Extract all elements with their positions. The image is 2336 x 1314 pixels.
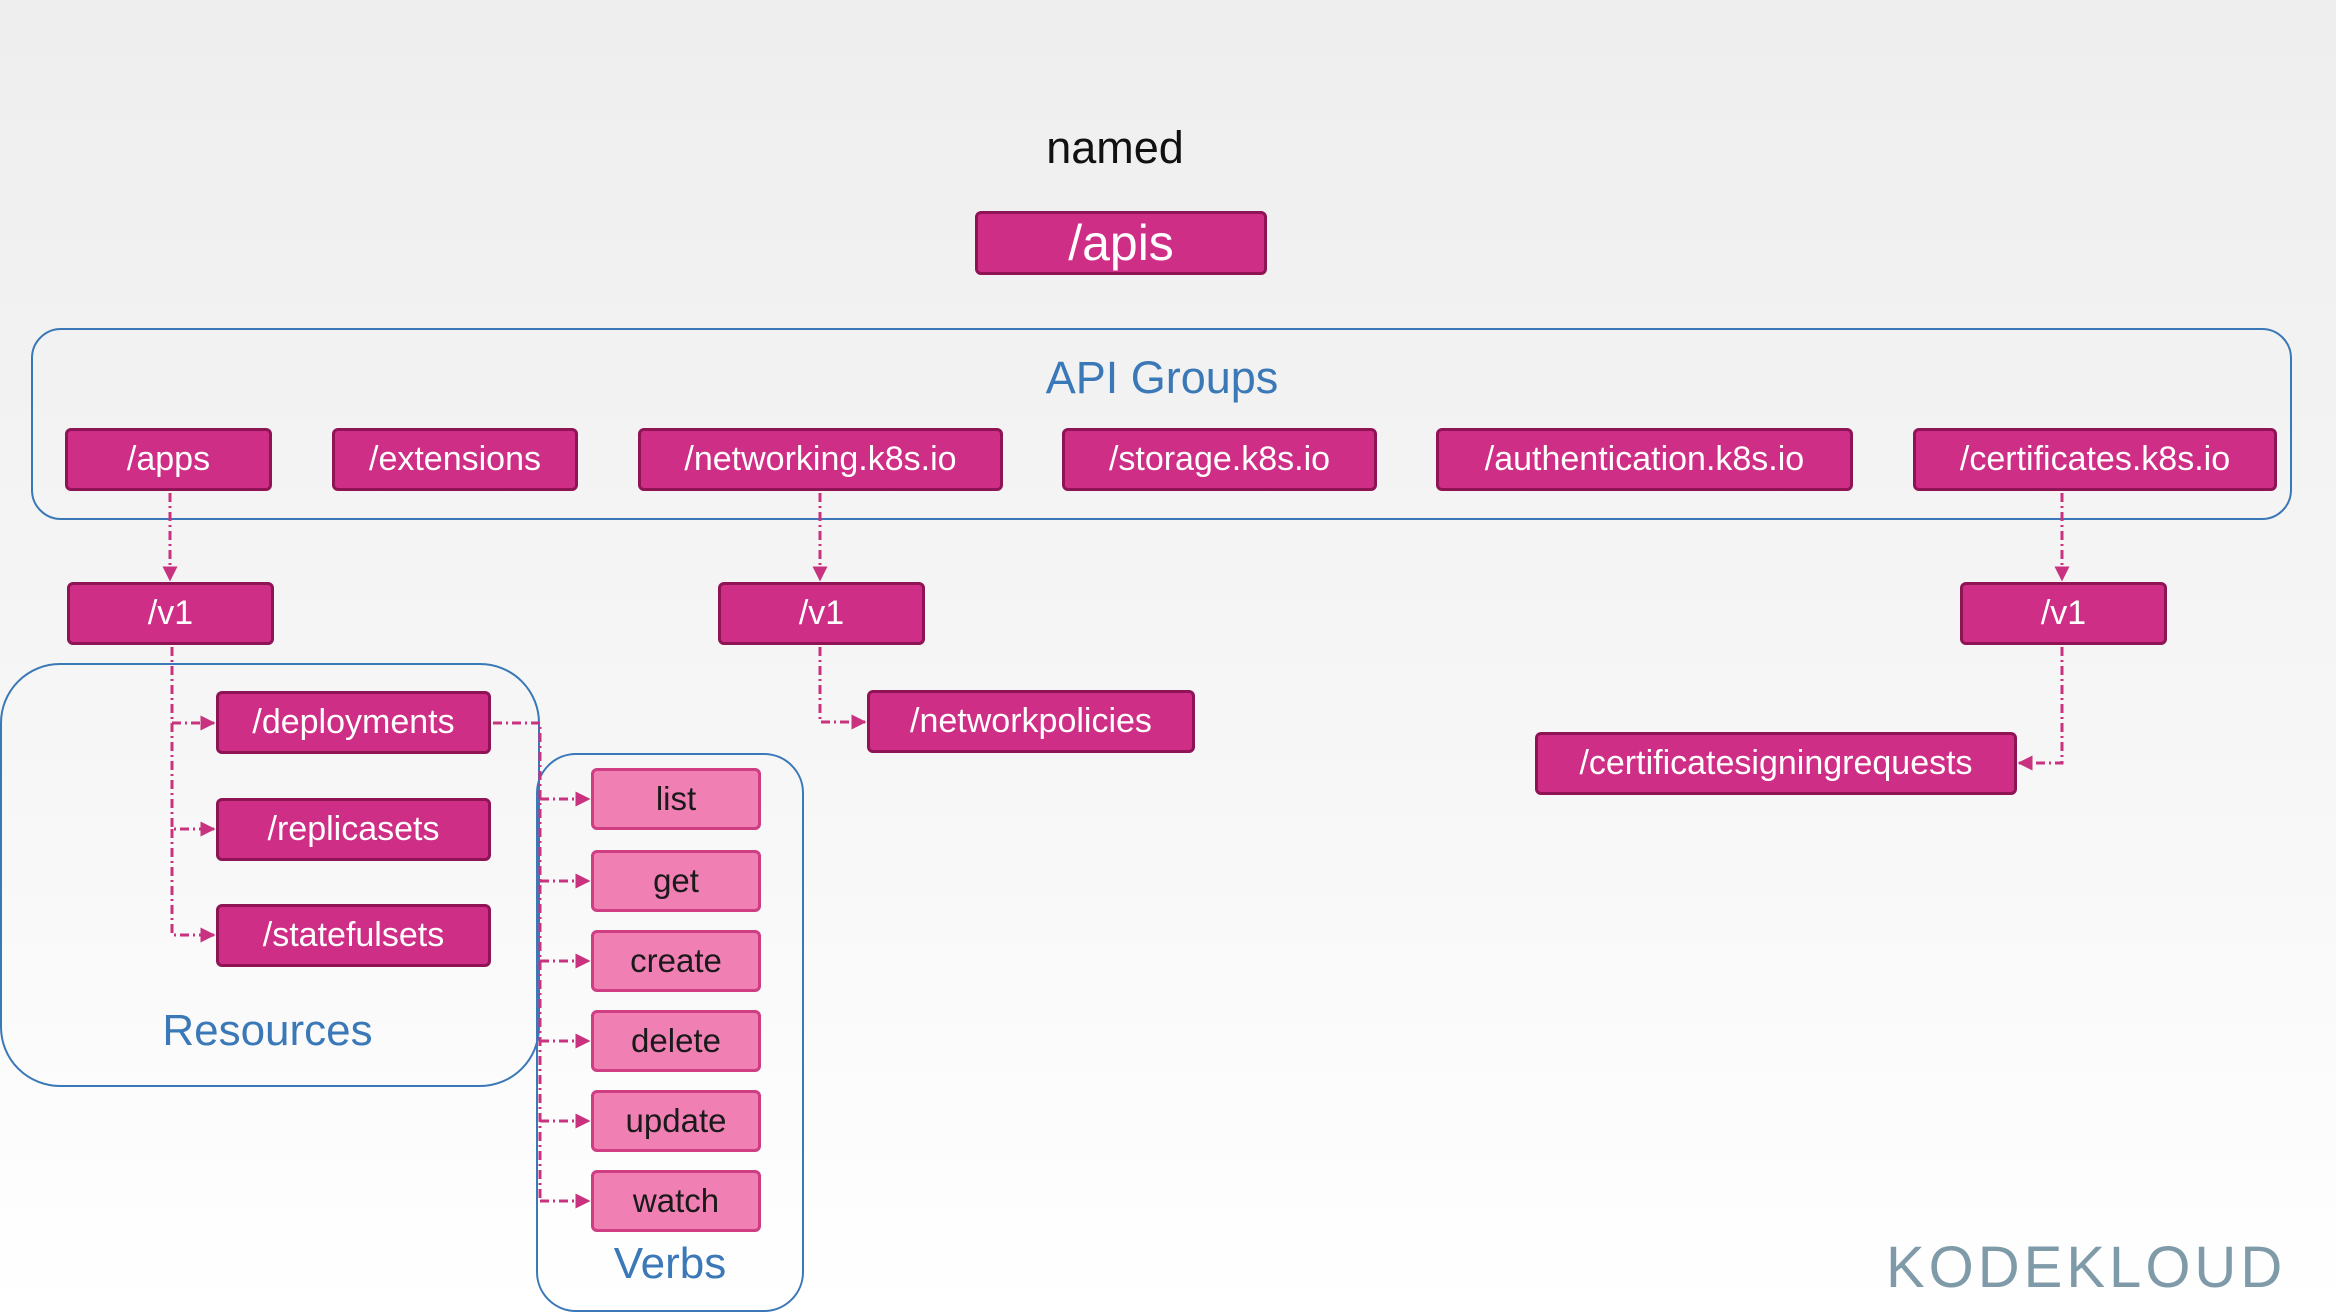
resource-replicasets: /replicasets (216, 798, 491, 861)
connector-v1-deployments (170, 647, 216, 731)
resource-statefulsets: /statefulsets (216, 904, 491, 967)
verbs-label: Verbs (613, 1239, 727, 1288)
resource-deployments: /deployments (216, 691, 491, 754)
api-group-apps: /apps (65, 428, 272, 491)
resources-label: Resources (162, 1006, 373, 1055)
api-group-storage: /storage.k8s.io (1062, 428, 1377, 491)
api-group-extensions: /extensions (332, 428, 578, 491)
verb-list: list (591, 768, 761, 830)
apps-v1-node: /v1 (67, 582, 274, 645)
verb-get: get (591, 850, 761, 912)
api-group-networking: /networking.k8s.io (638, 428, 1003, 491)
api-groups-box (31, 328, 2292, 520)
resource-certificatesigningrequests: /certificatesigningrequests (1535, 732, 2017, 795)
resource-networkpolicies: /networkpolicies (867, 690, 1195, 753)
page-title: named (1046, 122, 1184, 173)
verbs-box (536, 753, 804, 1312)
apis-node: /apis (975, 211, 1267, 275)
verb-create: create (591, 930, 761, 992)
verb-update: update (591, 1090, 761, 1152)
verb-delete: delete (591, 1010, 761, 1072)
kodekloud-logo: KODEKLOUD (1886, 1235, 2287, 1300)
connector-deployments-verbs (493, 721, 542, 1202)
certificates-v1-node: /v1 (1960, 582, 2167, 645)
api-group-authentication: /authentication.k8s.io (1436, 428, 1853, 491)
connector-v1-networkpolicies (818, 647, 867, 730)
networking-v1-node: /v1 (718, 582, 925, 645)
connector-v1-csr (2017, 647, 2064, 771)
connector-v1-replicasets (170, 723, 216, 837)
api-group-certificates: /certificates.k8s.io (1913, 428, 2277, 491)
verb-watch: watch (591, 1170, 761, 1232)
api-groups-label: API Groups (1045, 352, 1279, 403)
connector-v1-statefulsets (170, 829, 216, 943)
